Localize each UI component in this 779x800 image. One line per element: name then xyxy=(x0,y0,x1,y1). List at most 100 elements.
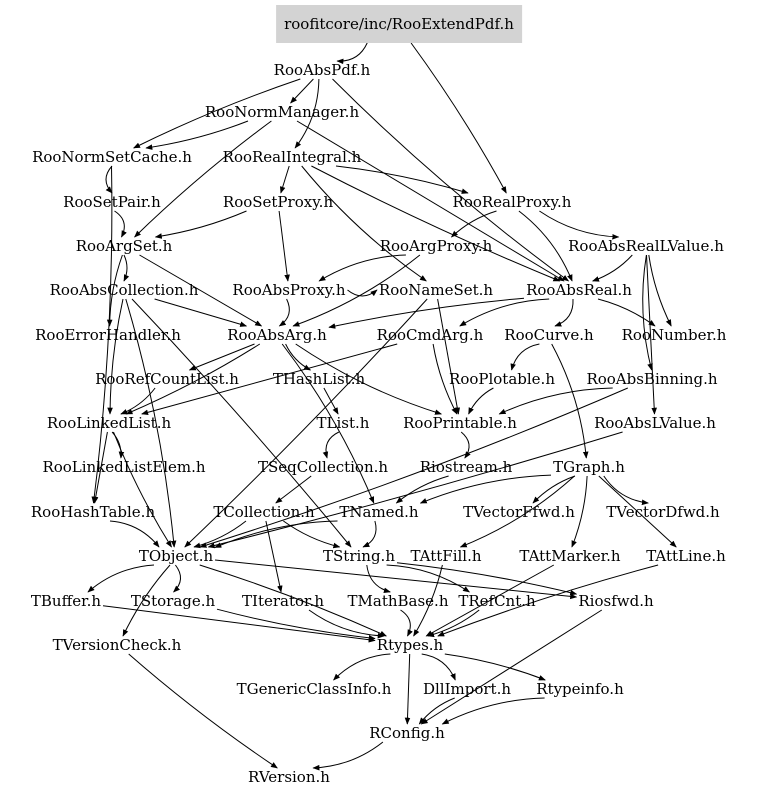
edge-RooRealProxy-to-RooAbsRealLValue xyxy=(539,210,620,240)
edge-RooAbsBinning-to-RooPrintable xyxy=(498,387,613,415)
edge-RooAbsProxy-to-RooAbsArg xyxy=(278,298,290,327)
node-TVectorDfwd: TVectorDfwd.h xyxy=(606,503,720,521)
edge-RooRealProxy-to-RooArgProxy xyxy=(450,210,497,238)
edge-RooAbsRealLValue-to-RooAbsBinning xyxy=(642,254,653,371)
edge-RooRealIntegral-to-RooNameSet xyxy=(301,165,427,282)
edge-TObject-to-Riosfwd xyxy=(214,559,578,600)
node-RooAbsProxy: RooAbsProxy.h xyxy=(232,281,346,299)
edge-TGraph-to-TAttFill xyxy=(459,475,575,548)
node-TList: TList.h xyxy=(316,414,370,432)
node-TVersionCheck: TVersionCheck.h xyxy=(52,636,182,654)
edge-RooAbsPdf-to-RooAbsReal xyxy=(332,78,570,282)
node-RooRealProxy: RooRealProxy.h xyxy=(452,193,572,211)
edge-RooAbsPdf-to-RooNormManager xyxy=(290,78,314,104)
edge-TGraph-to-TNamed xyxy=(419,474,552,504)
edge-RooArgSet-to-RooAbsArg xyxy=(139,254,263,327)
node-RooSetProxy: RooSetProxy.h xyxy=(222,193,334,211)
edge-TObject-to-Rtypes xyxy=(199,564,387,637)
node-RooAbsArg: RooAbsArg.h xyxy=(227,326,327,344)
edge-TAttFill-to-Rtypes xyxy=(413,564,443,637)
edge-RooAbsArg-to-RooPrintable xyxy=(295,343,442,415)
edge-RooArgProxy-to-RooAbsProxy xyxy=(318,254,406,282)
edge-TAttLine-to-Rtypes xyxy=(437,564,659,637)
edge-RooAbsArg-to-RooLinkedList xyxy=(125,343,261,415)
edge-RooAbsReal-to-RooCurve xyxy=(554,298,574,327)
node-RVersion: RVersion.h xyxy=(248,768,330,786)
node-TCollection: TCollection.h xyxy=(213,503,315,521)
edge-TGraph-to-TAttLine xyxy=(598,475,677,548)
edge-RooNormSetCache-to-RooSetPair xyxy=(105,165,113,194)
edge-Riosfwd-to-RConfig xyxy=(420,609,603,725)
edge-RooAbsArg-to-TNamed xyxy=(281,343,375,504)
edge-RooNormManager-to-RooArgSet xyxy=(134,120,272,238)
edge-TString-to-Riosfwd xyxy=(396,562,578,596)
node-TBuffer: TBuffer.h xyxy=(30,592,102,610)
edge-TList-to-TSeqCollection xyxy=(322,431,340,459)
edge-RooLinkedList-to-TObject xyxy=(113,431,172,548)
edge-RooRealIntegral-to-RooRealProxy xyxy=(335,165,469,194)
edge-RooAbsRealLValue-to-RooAbsReal xyxy=(592,254,633,282)
edge-RooNormManager-to-RooAbsReal xyxy=(296,120,565,282)
edge-RooCurve-to-TGraph xyxy=(551,343,589,459)
edge-RooCmdArg-to-RooPrintable xyxy=(432,343,458,415)
edge-TMathBase-to-Rtypes xyxy=(400,609,413,637)
node-RooAbsBinning: RooAbsBinning.h xyxy=(586,370,718,388)
node-Riosfwd: Riosfwd.h xyxy=(578,592,654,610)
node-Riostream: Riostream.h xyxy=(419,458,513,476)
edge-RooLinkedList-to-RooHashTable xyxy=(92,431,108,504)
node-TAttMarker: TAttMarker.h xyxy=(519,547,621,565)
edge-TIterator-to-Rtypes xyxy=(308,609,385,639)
edge-RooAbsRealLValue-to-RooNumber xyxy=(648,254,672,327)
node-RooRefCountList: RooRefCountList.h xyxy=(95,370,239,388)
node-RooNormSetCache: RooNormSetCache.h xyxy=(32,148,192,166)
node-THashList: THashList.h xyxy=(272,370,366,388)
node-RooAbsPdf: RooAbsPdf.h xyxy=(273,61,371,79)
node-TAttLine: TAttLine.h xyxy=(646,547,726,565)
node-RooAbsLValue: RooAbsLValue.h xyxy=(594,414,716,432)
edge-RooAbsCollection-to-RooLinkedList xyxy=(107,298,124,415)
edge-RooAbsReal-to-RooCmdArg xyxy=(459,298,550,327)
edge-TBuffer-to-Rtypes xyxy=(102,605,376,643)
edge-RooRealIntegral-to-RooAbsReal xyxy=(311,165,561,282)
edge-TObject-to-TVersionCheck xyxy=(122,564,171,637)
node-TMathBase: TMathBase.h xyxy=(347,592,449,610)
edge-TNamed-to-TObject xyxy=(214,520,338,548)
node-TVectorFfwd: TVectorFfwd.h xyxy=(463,503,575,521)
node-TIterator: TIterator.h xyxy=(242,592,324,610)
edge-Rtypes-to-RConfig xyxy=(404,653,411,725)
node-TObject: TObject.h xyxy=(138,547,214,565)
node-TStorage: TStorage.h xyxy=(130,592,216,610)
edge-RooCmdArg-to-RooLinkedList xyxy=(141,343,398,416)
node-Rtypeinfo: Rtypeinfo.h xyxy=(536,680,624,698)
node-RooErrorHandler: RooErrorHandler.h xyxy=(35,326,181,344)
edge-RooCurve-to-RooPlotable xyxy=(510,343,540,371)
edge-RooAbsCollection-to-RooAbsArg xyxy=(154,298,248,327)
node-Rtypes: Rtypes.h xyxy=(376,636,444,654)
edge-RooAbsPdf-to-RooNormSetCache xyxy=(133,78,301,149)
edge-TSeqCollection-to-TCollection xyxy=(275,475,312,504)
edge-DllImport-to-RConfig xyxy=(418,697,455,725)
node-RooAbsRealLValue: RooAbsRealLValue.h xyxy=(568,237,724,255)
edge-RooAbsBinning-to-TObject xyxy=(199,387,628,548)
node-TRefCnt: TRefCnt.h xyxy=(458,592,536,610)
edge-RooLinkedList-to-RooLinkedListElem xyxy=(111,431,125,459)
node-TSeqCollection: TSeqCollection.h xyxy=(257,458,389,476)
edge-root-to-RooAbsPdf xyxy=(336,42,368,65)
edge-RConfig-to-RVersion xyxy=(312,741,384,771)
edge-RooPrintable-to-Riostream xyxy=(460,431,471,459)
edge-TObject-to-TStorage xyxy=(173,564,181,593)
edge-TCollection-to-TString xyxy=(283,520,341,549)
node-RooLinkedList: RooLinkedList.h xyxy=(46,414,172,432)
node-RooCmdArg: RooCmdArg.h xyxy=(376,326,484,344)
node-RConfig: RConfig.h xyxy=(369,724,445,742)
node-RooNumber: RooNumber.h xyxy=(621,326,727,344)
edge-Riostream-to-TNamed xyxy=(395,475,449,504)
edge-root-to-RooRealProxy xyxy=(410,42,507,194)
edge-THashList-to-TList xyxy=(323,387,339,415)
edge-RooAbsRealLValue-to-RooAbsLValue xyxy=(646,254,657,415)
edge-TString-to-TRefCnt xyxy=(386,564,470,593)
edge-TNamed-to-TString xyxy=(362,520,377,548)
node-RooAbsCollection: RooAbsCollection.h xyxy=(49,281,199,299)
edge-RooNameSet-to-RooPrintable xyxy=(437,298,461,415)
